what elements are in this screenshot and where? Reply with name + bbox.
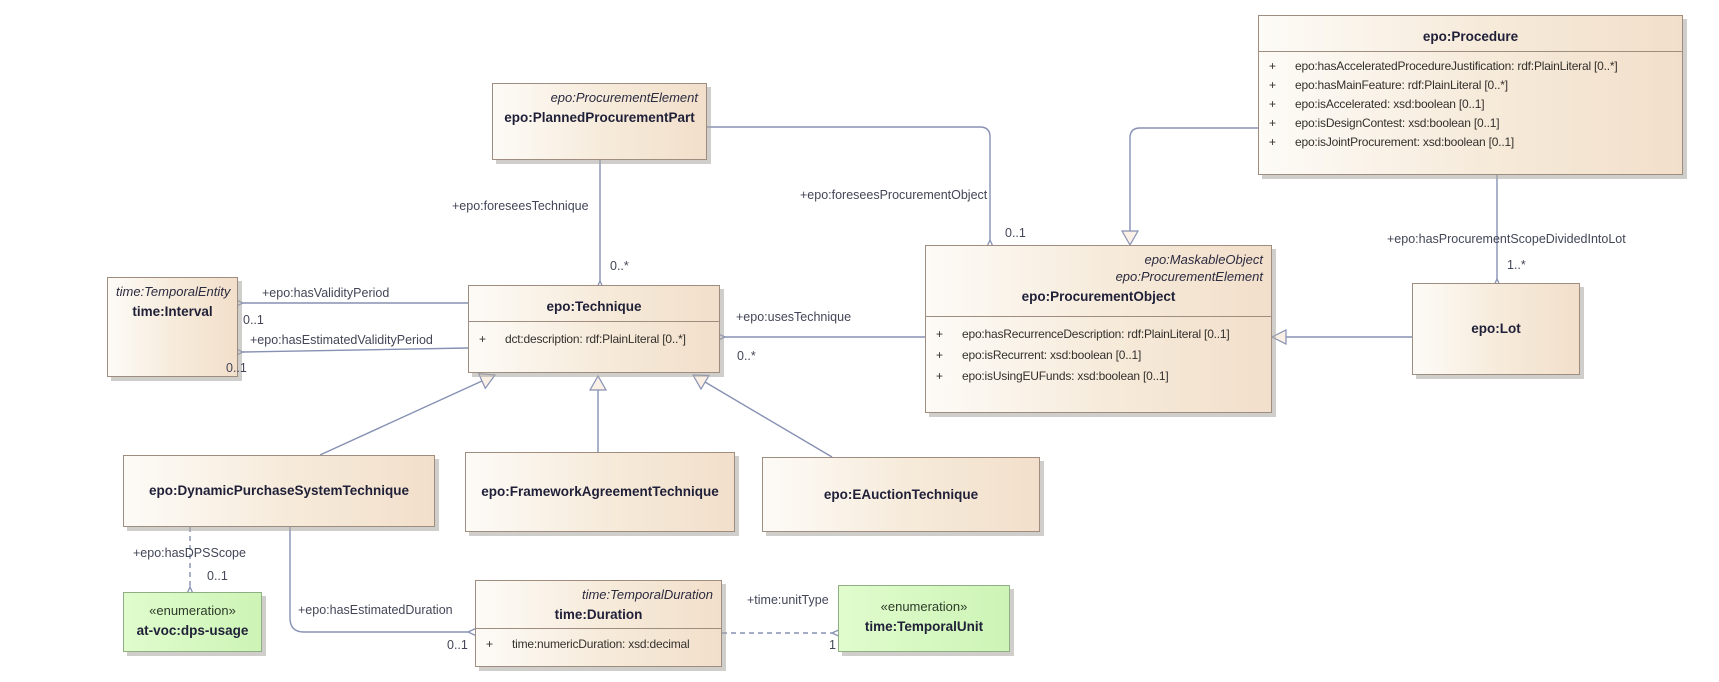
class-name: time:Interval [132, 304, 213, 319]
attribute: +dct:description: rdf:PlainLiteral [0..*… [479, 332, 686, 346]
enumeration-time-temporal-unit[interactable]: «enumeration» time:TemporalUnit [838, 585, 1010, 652]
multiplicity-foresees-procurement-object: 0..1 [1005, 226, 1026, 240]
class-epo-procurement-object[interactable]: epo:MaskableObject epo:ProcurementElemen… [925, 245, 1272, 413]
connector-has-estimated-validity-period[interactable] [231, 346, 469, 358]
enumeration-stereotype: «enumeration» [880, 599, 968, 614]
class-name: time:TemporalUnit [864, 619, 984, 634]
multiplicity-foresees-technique: 0..* [610, 259, 629, 273]
class-name: epo:ProcurementObject [1021, 289, 1176, 304]
class-name: epo:FrameworkAgreementTechnique [481, 484, 719, 499]
multiplicity-has-validity-period: 0..1 [243, 313, 264, 327]
attribute: +epo:isUsingEUFunds: xsd:boolean [0..1] [936, 369, 1169, 383]
multiplicity-has-estimated-duration: 0..1 [447, 638, 468, 652]
multiplicity-has-procurement-scope-divided-into-lot: 1..* [1507, 258, 1526, 272]
label-uses-technique: +epo:usesTechnique [736, 310, 852, 324]
label-has-estimated-duration: +epo:hasEstimatedDuration [298, 603, 453, 617]
connector-foresees-procurement-object[interactable] [707, 126, 996, 252]
parent-classifier: time:TemporalDuration [581, 587, 713, 602]
label-foresees-procurement-object: +epo:foreseesProcurementObject [800, 188, 988, 202]
attribute: +epo:isDesignContest: xsd:boolean [0..1] [1269, 116, 1500, 130]
class-name: at-voc:dps-usage [136, 623, 249, 638]
parent-classifier: epo:MaskableObject [1144, 252, 1263, 267]
class-epo-lot[interactable]: epo:Lot [1412, 283, 1580, 375]
attribute: +epo:hasAcceleratedProcedureJustificatio… [1269, 59, 1618, 73]
connector-procedure-generalization[interactable] [1129, 127, 1258, 231]
class-time-duration[interactable]: time:TemporalDuration time:Duration +tim… [475, 580, 722, 667]
label-has-dps-scope: +epo:hasDPSScope [133, 546, 246, 560]
class-name: epo:PlannedProcurementPart [504, 110, 695, 125]
multiplicity-unit-type: 1 [829, 638, 836, 652]
class-epo-procedure[interactable]: epo:Procedure +epo:hasAcceleratedProcedu… [1258, 15, 1683, 175]
connector-has-estimated-duration[interactable] [289, 527, 480, 638]
parent-classifier: epo:ProcurementElement [1115, 269, 1263, 284]
label-has-estimated-validity-period: +epo:hasEstimatedValidityPeriod [250, 333, 433, 347]
class-epo-dynamic-purchase-system-technique[interactable]: epo:DynamicPurchaseSystemTechnique [123, 455, 435, 527]
attribute: +epo:isJointProcurement: xsd:boolean [0.… [1269, 135, 1515, 149]
class-epo-framework-agreement-technique[interactable]: epo:FrameworkAgreementTechnique [465, 452, 735, 532]
enumeration-at-voc-dps-usage[interactable]: «enumeration» at-voc:dps-usage [123, 592, 262, 652]
generalization-triangle-procedure [1120, 230, 1140, 247]
generalization-triangle-fat [588, 374, 608, 391]
label-foresees-technique: +epo:foreseesTechnique [452, 199, 589, 213]
class-epo-planned-procurement-part[interactable]: epo:ProcurementElement epo:PlannedProcur… [492, 83, 707, 160]
attribute: +epo:isAccelerated: xsd:boolean [0..1] [1269, 97, 1485, 111]
enumeration-stereotype: «enumeration» [149, 603, 236, 618]
multiplicity-has-estimated-validity-period: 0..1 [226, 361, 247, 375]
class-epo-technique[interactable]: epo:Technique +dct:description: rdf:Plai… [468, 285, 720, 373]
class-name: epo:DynamicPurchaseSystemTechnique [148, 483, 410, 498]
attribute: +epo:hasRecurrenceDescription: rdf:Plain… [936, 327, 1230, 341]
parent-classifier: time:TemporalEntity [116, 284, 231, 299]
label-has-validity-period: +epo:hasValidityPeriod [262, 286, 390, 300]
class-name: epo:Technique [546, 299, 642, 314]
class-time-interval[interactable]: time:TemporalEntity time:Interval [107, 277, 238, 377]
multiplicity-uses-technique: 0..* [737, 349, 756, 363]
parent-classifier: epo:ProcurementElement [550, 90, 698, 105]
class-name: time:Duration [554, 607, 643, 622]
attribute: +epo:isRecurrent: xsd:boolean [0..1] [936, 348, 1142, 362]
class-name: epo:Lot [1471, 321, 1521, 336]
label-has-procurement-scope-divided-into-lot: +epo:hasProcurementScopeDividedIntoLot [1387, 232, 1626, 246]
multiplicity-has-dps-scope: 0..1 [207, 569, 228, 583]
generalization-triangle-ea [691, 374, 711, 391]
connector-ea-generalization[interactable] [704, 381, 833, 458]
connector-dps-generalization[interactable] [319, 380, 483, 456]
label-unit-type: +time:unitType [747, 593, 829, 607]
class-epo-eauction-technique[interactable]: epo:EAuctionTechnique [762, 457, 1040, 532]
attribute: +time:numericDuration: xsd:decimal [486, 637, 690, 651]
class-name: epo:EAuctionTechnique [823, 486, 979, 502]
class-name: epo:Procedure [1422, 29, 1519, 44]
generalization-triangle-dps [477, 373, 497, 390]
attribute: +epo:hasMainFeature: rdf:PlainLiteral [0… [1269, 78, 1508, 92]
generalization-triangle-lot [1270, 329, 1287, 345]
